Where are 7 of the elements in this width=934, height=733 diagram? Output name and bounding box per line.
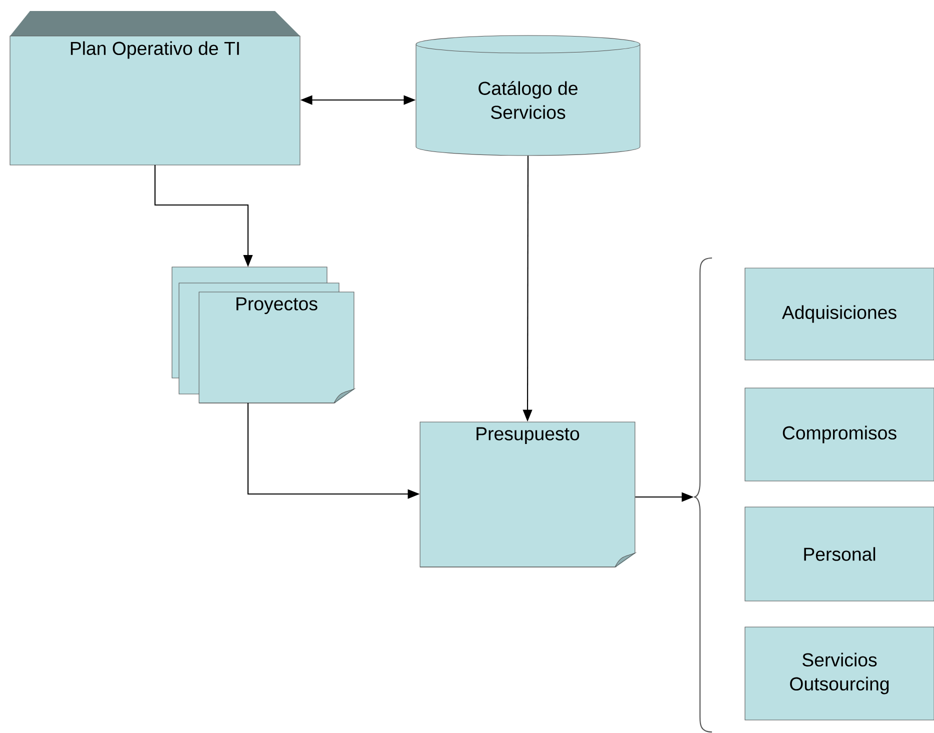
- category-box: Compromisos: [744, 388, 934, 482]
- curly-brace: [693, 257, 712, 733]
- database-cylinder: Catálogo de Servicios: [416, 35, 640, 156]
- process-box: Plan Operativo de TI: [10, 11, 300, 166]
- category-box: Personal: [744, 506, 934, 602]
- category-box: Adquisiciones: [744, 268, 934, 360]
- category-box: Servicios Outsourcing: [744, 626, 934, 720]
